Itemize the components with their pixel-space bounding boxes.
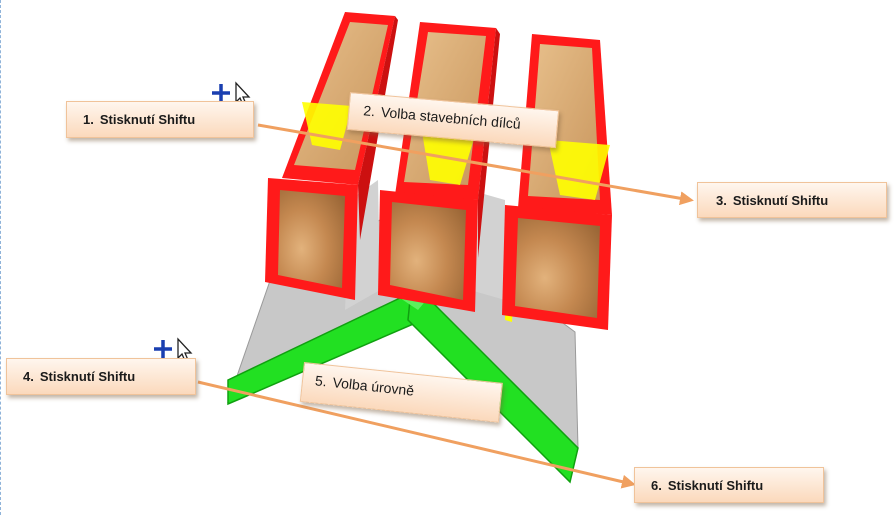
step-text: Stisknutí Shiftu	[39, 369, 136, 384]
step-number: 6.	[651, 477, 662, 493]
beam-3	[502, 34, 612, 330]
add-selection-cursor-icon	[154, 336, 196, 362]
step-text: Volba stavebních dílců	[380, 103, 522, 132]
step-number: 4.	[23, 369, 34, 384]
step-number: 2.	[362, 102, 376, 120]
beam-2	[378, 22, 500, 312]
beam-2-side	[478, 28, 500, 258]
step-number: 3.	[716, 192, 727, 208]
step-text: Stisknutí Shiftu	[732, 192, 829, 208]
beam-1-end-wood	[278, 190, 345, 288]
step-number: 5.	[314, 372, 328, 390]
step-number: 1.	[83, 112, 94, 127]
step-1-label: 1. Stisknutí Shiftu	[66, 101, 254, 138]
step-6-label: 6. Stisknutí Shiftu	[634, 467, 824, 503]
step-text: Stisknutí Shiftu	[667, 477, 764, 493]
beam-3-end-wood	[515, 218, 600, 318]
step-text: Volba úrovně	[331, 374, 415, 399]
beam-1	[265, 12, 398, 300]
beam-2-end-wood	[390, 202, 466, 300]
step-3-label: 3. Stisknutí Shiftu	[697, 182, 887, 218]
step-text: Stisknutí Shiftu	[99, 112, 196, 127]
page-edge	[0, 0, 2, 515]
callout-arrow-4-6	[197, 380, 636, 489]
callout-arrow-1-3	[257, 123, 694, 206]
beam-3-indicator	[548, 140, 610, 200]
step-4-label: 4. Stisknutí Shiftu	[6, 358, 196, 395]
